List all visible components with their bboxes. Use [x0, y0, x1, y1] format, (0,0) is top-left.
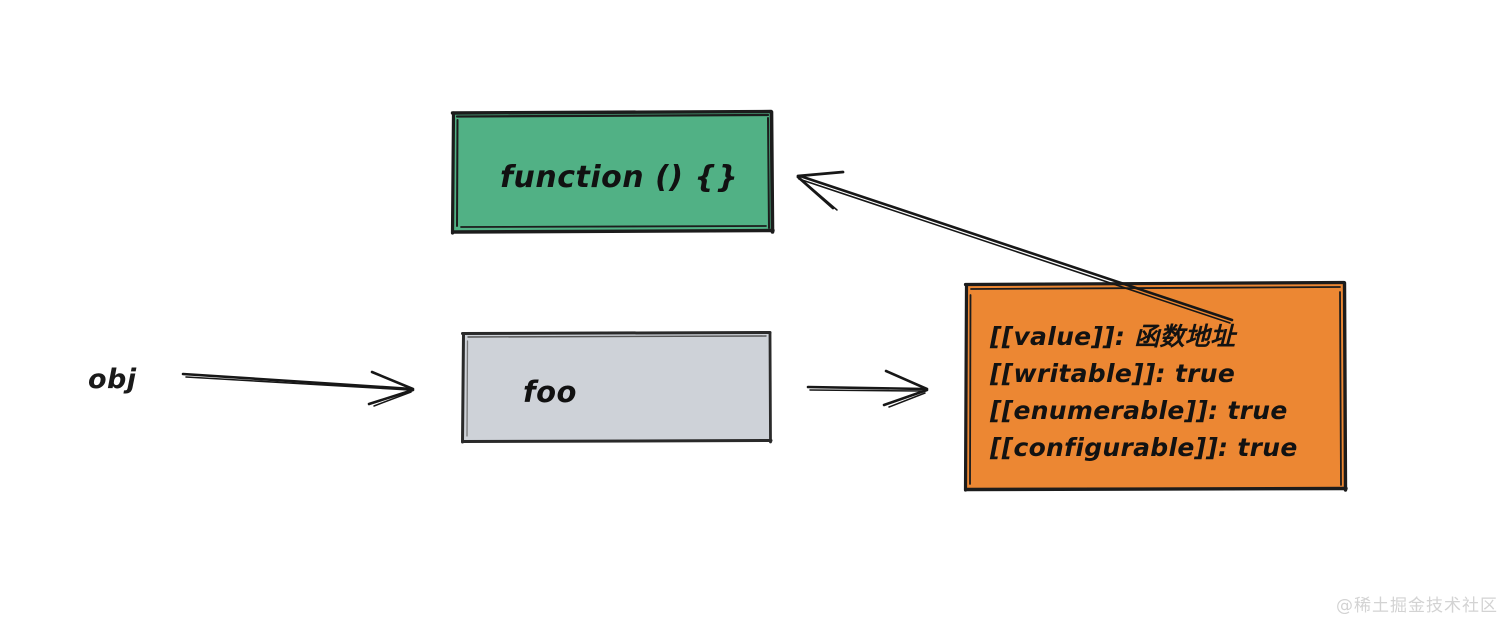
descriptor-row-value: [[value]]: 函数地址: [990, 322, 1236, 351]
descriptor-row-configurable: [[configurable]]: true: [990, 433, 1298, 462]
obj-label: obj: [88, 364, 137, 395]
descriptor-row-enumerable: [[enumerable]]: true: [990, 396, 1288, 425]
descriptor-list: [[value]]: 函数地址 [[writable]]: true [[enu…: [990, 318, 1335, 466]
function-box-label: function () {}: [500, 160, 739, 195]
arrow-foo-to-descriptor: [806, 369, 929, 408]
watermark: @稀土掘金技术社区: [1336, 596, 1498, 616]
descriptor-row-writable: [[writable]]: true: [990, 359, 1236, 388]
foo-box-label: foo: [523, 375, 577, 409]
arrow-obj-to-foo: [181, 370, 415, 407]
foo-box-shape: [461, 331, 773, 444]
arrow-value-to-function: [796, 170, 1234, 324]
